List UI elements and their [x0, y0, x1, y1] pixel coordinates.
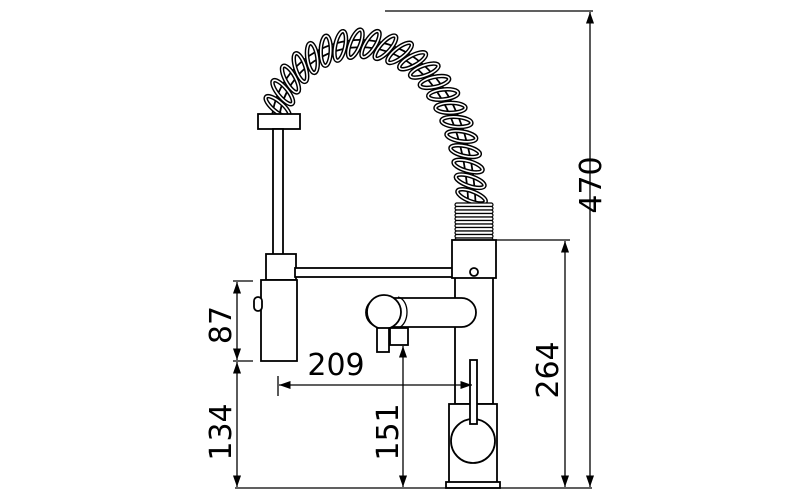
- spring-coil-loop: [333, 30, 347, 62]
- dimension-lines: [232, 10, 595, 489]
- spring-coil-loop: [418, 75, 450, 89]
- label-209: 209: [307, 348, 364, 383]
- side-spout-joint: [366, 294, 402, 330]
- spray-rod: [272, 128, 284, 256]
- spray-button: [253, 296, 263, 312]
- label-87: 87: [204, 306, 239, 344]
- spray-holder-bar: [294, 267, 454, 278]
- spring-coils: [263, 27, 488, 206]
- mixer-lever: [469, 359, 478, 425]
- spring-coil-loop: [319, 34, 332, 67]
- spring-coil-loop: [373, 34, 397, 60]
- label-470: 470: [574, 156, 609, 213]
- hub-screw: [469, 267, 479, 277]
- spring-base-coil: [454, 202, 494, 243]
- spring-hose: [263, 27, 488, 206]
- spring-coil-loop: [455, 173, 486, 189]
- spray-head-body: [260, 279, 298, 362]
- mixer-knob: [450, 418, 496, 464]
- spring-coil-loop: [456, 188, 487, 205]
- spring-coil-loop: [398, 51, 427, 71]
- spring-coil-loop: [449, 144, 481, 158]
- side-spout-ring: [397, 296, 408, 329]
- spring-coil-loop: [386, 41, 413, 64]
- spray-head-cap: [257, 113, 301, 130]
- side-outlet-left: [376, 327, 390, 353]
- spring-coil-loop: [434, 102, 467, 114]
- spring-coil-loop: [360, 30, 381, 58]
- spring-coil-loop: [445, 130, 477, 143]
- spring-coil-loop: [452, 158, 484, 174]
- spray-head-collar: [265, 253, 297, 281]
- spring-coil-loop: [306, 42, 319, 74]
- spring-coil-loop: [292, 52, 308, 83]
- spring-coil-loop: [281, 64, 300, 94]
- label-134: 134: [204, 403, 239, 460]
- label-264: 264: [531, 341, 566, 398]
- spring-coil-loop: [440, 115, 473, 128]
- spring-coil-loop: [271, 79, 294, 106]
- label-151: 151: [371, 403, 406, 460]
- spring-coil-loop: [427, 88, 459, 101]
- spring-coil-loop: [347, 28, 364, 59]
- faucet-base: [445, 481, 501, 489]
- spring-coil-loop: [409, 62, 440, 79]
- spout-hub: [451, 239, 497, 279]
- side-outlet-right: [389, 327, 409, 346]
